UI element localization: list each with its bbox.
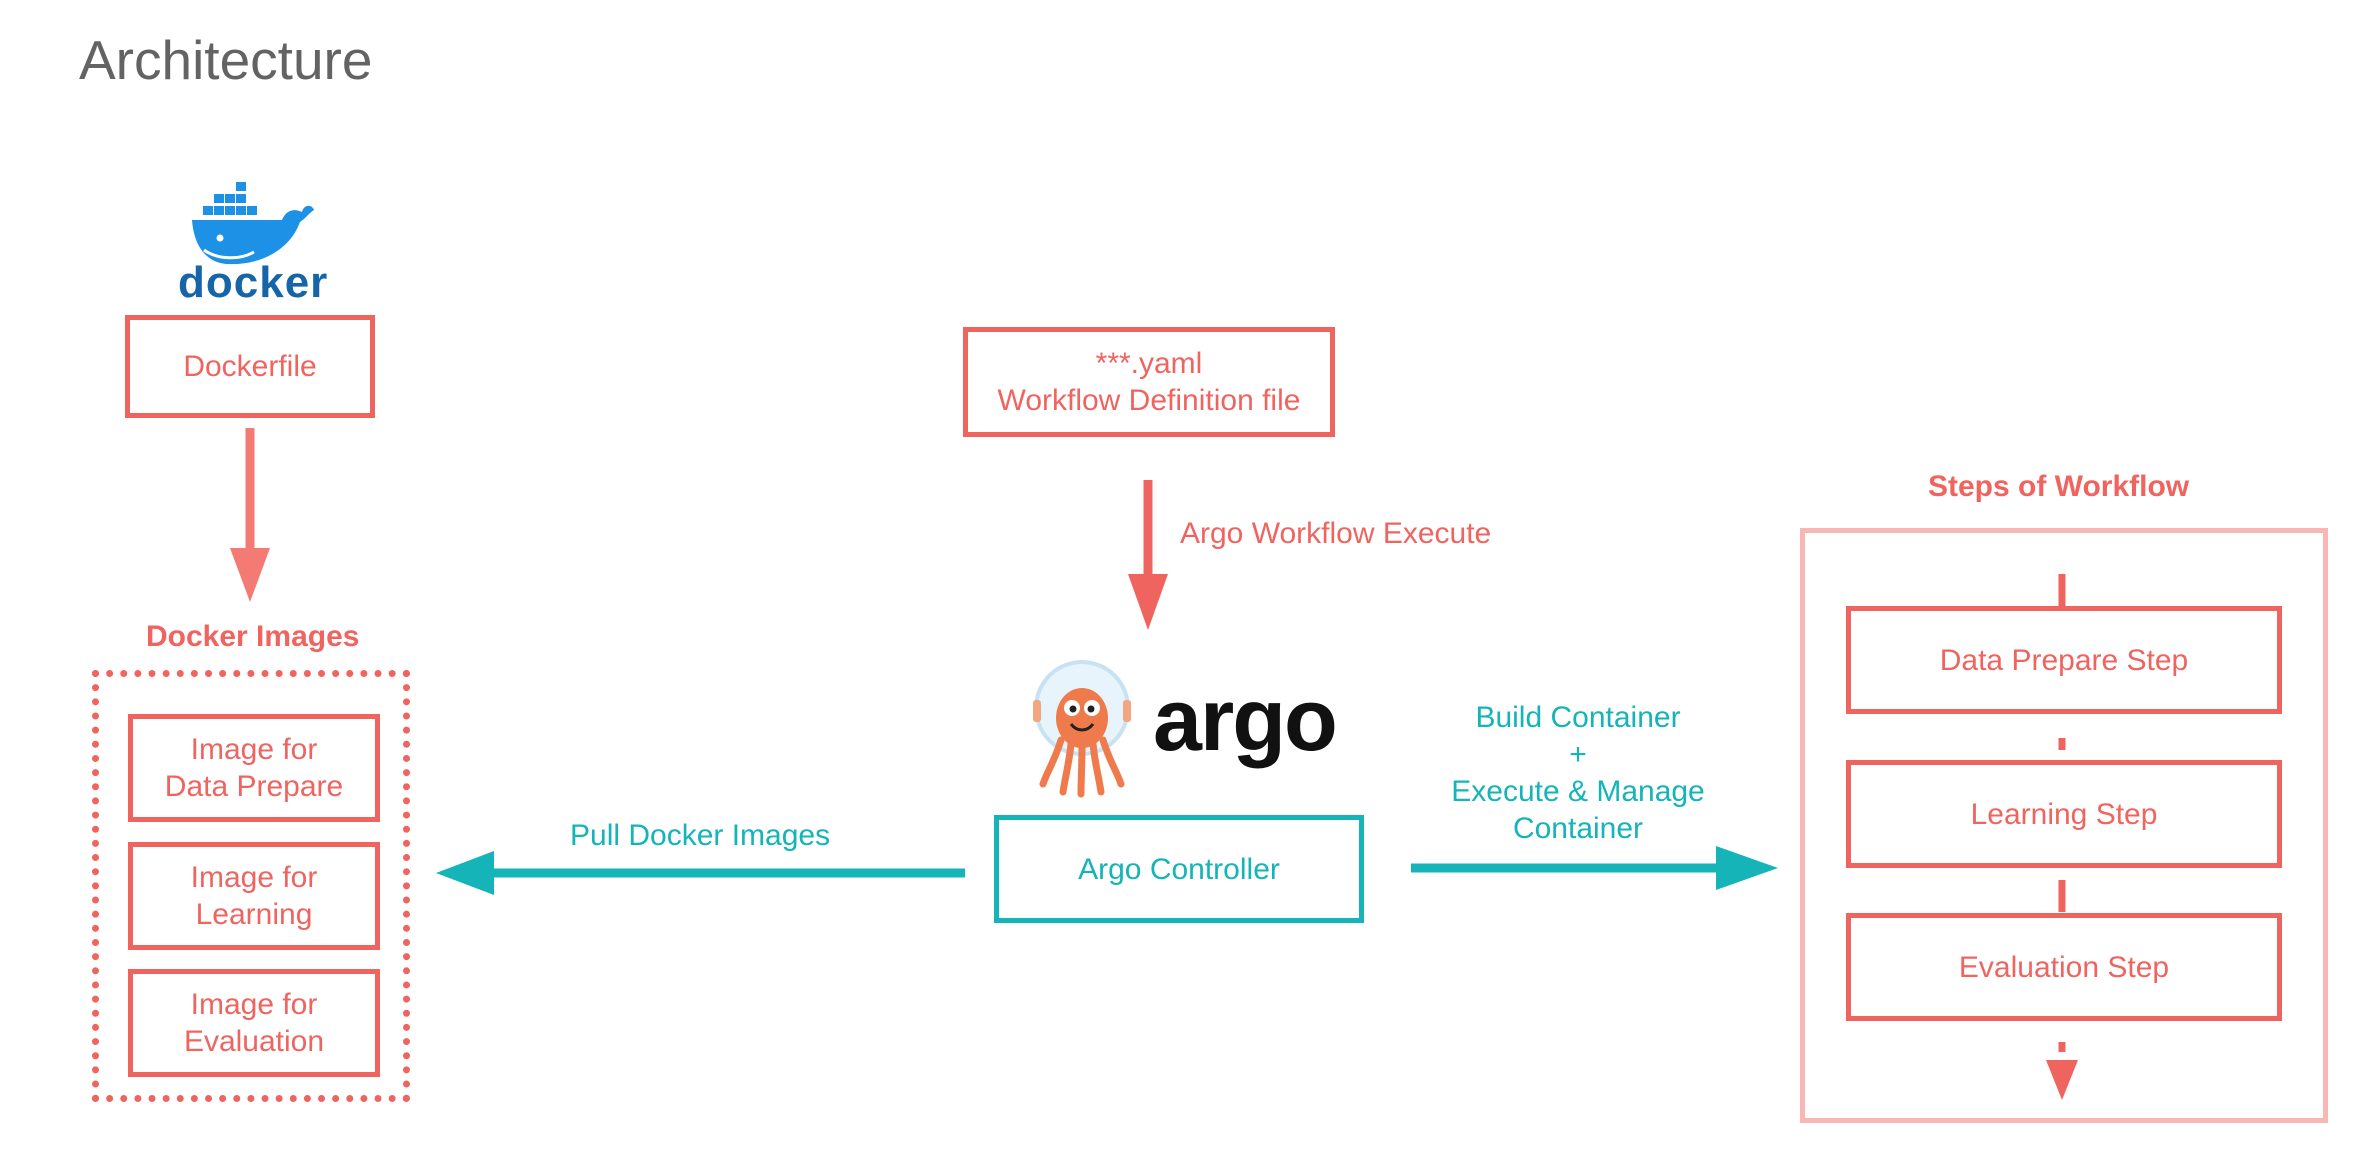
image-data-prepare-line1: Image for bbox=[190, 733, 318, 766]
dockerfile-to-images-arrow bbox=[230, 428, 270, 602]
image-learning-line1: Image for bbox=[190, 861, 318, 894]
docker-images-container bbox=[92, 670, 410, 1102]
step-evaluation-label: Evaluation Step bbox=[1958, 950, 2170, 984]
steps-connectors bbox=[2046, 574, 2078, 1100]
argo-logo-text: argo bbox=[1153, 670, 1338, 769]
image-learning: Image for Learning bbox=[128, 842, 380, 950]
execute-label: Argo Workflow Execute bbox=[1180, 517, 1492, 550]
image-data-prepare-line2: Data Prepare bbox=[164, 770, 344, 803]
argo-logo: argo bbox=[1025, 660, 1345, 800]
dockerfile-label: Dockerfile bbox=[183, 350, 317, 383]
yaml-to-argo-arrow bbox=[1128, 480, 1168, 630]
image-evaluation: Image for Evaluation bbox=[128, 969, 380, 1077]
pull-images-arrow bbox=[436, 851, 965, 895]
argo-controller-label: Argo Controller bbox=[1078, 852, 1280, 886]
docker-whale-icon bbox=[192, 182, 314, 265]
step-evaluation: Evaluation Step bbox=[1846, 913, 2282, 1021]
docker-logo: docker bbox=[170, 180, 327, 307]
image-evaluation-line1: Image for bbox=[190, 988, 318, 1021]
argo-controller-box: Argo Controller bbox=[994, 815, 1364, 923]
yaml-filename: ***.yaml bbox=[1095, 347, 1203, 380]
step-learning: Learning Step bbox=[1846, 760, 2282, 868]
build-container-label: Build Container + Execute & Manage Conta… bbox=[1418, 699, 1738, 847]
build-label-line2: + bbox=[1569, 738, 1587, 771]
docker-logo-text: docker bbox=[178, 258, 329, 307]
build-container-arrow bbox=[1411, 846, 1778, 890]
steps-container bbox=[1800, 528, 2328, 1123]
steps-heading: Steps of Workflow bbox=[1928, 470, 2190, 503]
step-data-prepare-label: Data Prepare Step bbox=[1939, 643, 2189, 677]
step-learning-label: Learning Step bbox=[1970, 797, 2158, 831]
build-label-line1: Build Container bbox=[1475, 701, 1681, 734]
yaml-description: Workflow Definition file bbox=[997, 384, 1301, 417]
pull-images-label: Pull Docker Images bbox=[570, 819, 831, 852]
step-data-prepare: Data Prepare Step bbox=[1846, 606, 2282, 714]
build-label-line3: Execute & Manage bbox=[1451, 775, 1705, 808]
page-title: Architecture bbox=[79, 29, 373, 91]
image-data-prepare: Image for Data Prepare bbox=[128, 714, 380, 822]
build-label-line4: Container bbox=[1512, 812, 1644, 845]
yaml-definition-box: ***.yaml Workflow Definition file bbox=[963, 327, 1335, 437]
image-evaluation-line2: Evaluation bbox=[183, 1025, 325, 1058]
dockerfile-box: Dockerfile bbox=[125, 315, 375, 418]
docker-images-heading: Docker Images bbox=[146, 620, 360, 653]
argo-octopus-icon bbox=[1033, 660, 1131, 798]
image-learning-line2: Learning bbox=[195, 898, 313, 931]
